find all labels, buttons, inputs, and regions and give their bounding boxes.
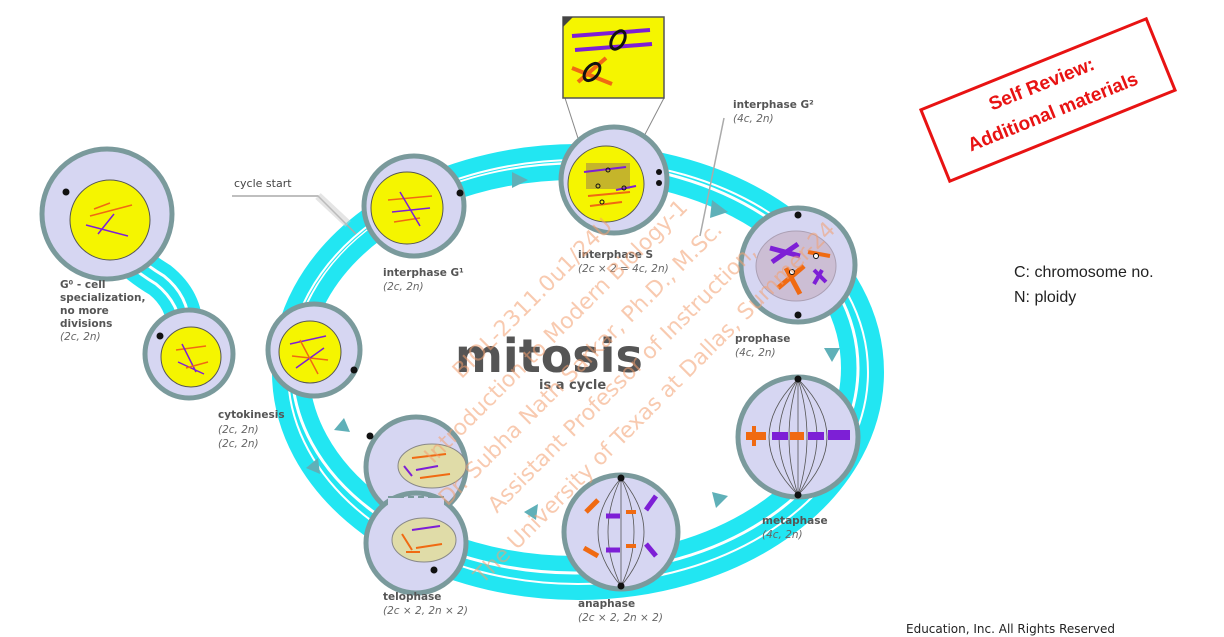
label-g1-name: interphase G¹ (383, 267, 464, 279)
label-g1-notation: (2c, 2n) (383, 281, 424, 293)
arrow-cytokinesis-up (334, 418, 350, 432)
arrow-telophase-to-cytokinesis (306, 458, 320, 474)
cycle-arrows (306, 172, 840, 520)
arrow-anaphase-to-telophase (524, 504, 538, 520)
arrow-metaphase-to-anaphase (712, 492, 728, 508)
label-metaphase-notation: (4c, 2n) (762, 529, 803, 541)
label-s-notation: (2c × 2 = 4c, 2n) (578, 263, 669, 275)
label-g2-name: interphase G² (733, 99, 814, 111)
g2-pointer (699, 117, 725, 237)
copyright-footer: Education, Inc. All Rights Reserved (906, 622, 1115, 636)
cell-anaphase (561, 472, 681, 592)
label-g0-line4: divisions (60, 318, 112, 330)
label-g0-notation: (2c, 2n) (60, 331, 101, 343)
diagram-title: mitosis (455, 329, 643, 383)
label-cytokinesis-name: cytokinesis (218, 409, 285, 421)
label-cytokinesis-notation-2: (2c, 2n) (218, 438, 259, 450)
diagram-subtitle: is a cycle (539, 378, 606, 393)
label-anaphase-notation: (2c × 2, 2n × 2) (578, 612, 663, 624)
cell-telophase (363, 414, 469, 596)
label-cycle-start: cycle start (234, 177, 292, 190)
cell-prophase (738, 205, 858, 325)
label-g0-line2: specialization, (60, 292, 146, 304)
label-telophase-name: telophase (383, 591, 441, 603)
arrow-s-to-g2 (710, 200, 728, 218)
cycle-start-pointer (232, 193, 357, 235)
label-g0-line3: no more (60, 305, 109, 317)
label-anaphase-name: anaphase (578, 598, 635, 610)
label-prophase-name: prophase (735, 333, 790, 345)
label-metaphase-name: metaphase (762, 515, 828, 527)
cell-cytokinesis (142, 301, 363, 401)
label-telophase-notation: (2c × 2, 2n × 2) (383, 605, 468, 617)
arrow-g1-to-s (512, 172, 528, 188)
cell-interphase-g1 (361, 153, 467, 259)
cell-metaphase (735, 374, 861, 500)
s-phase-zoom-inset (562, 16, 665, 164)
legend-chromosome: C: chromosome no. (1014, 264, 1154, 281)
arrow-prophase-to-metaphase (824, 348, 840, 362)
label-g0-line1: G⁰ - cell (60, 279, 105, 291)
label-g2-notation: (4c, 2n) (733, 113, 774, 125)
cell-interphase-s (558, 124, 670, 236)
cell-g0 (39, 146, 175, 282)
label-s-name: interphase S (578, 249, 653, 261)
label-prophase-notation: (4c, 2n) (735, 347, 776, 359)
legend-ploidy: N: ploidy (1014, 289, 1077, 306)
label-cytokinesis-notation-1: (2c, 2n) (218, 424, 259, 436)
